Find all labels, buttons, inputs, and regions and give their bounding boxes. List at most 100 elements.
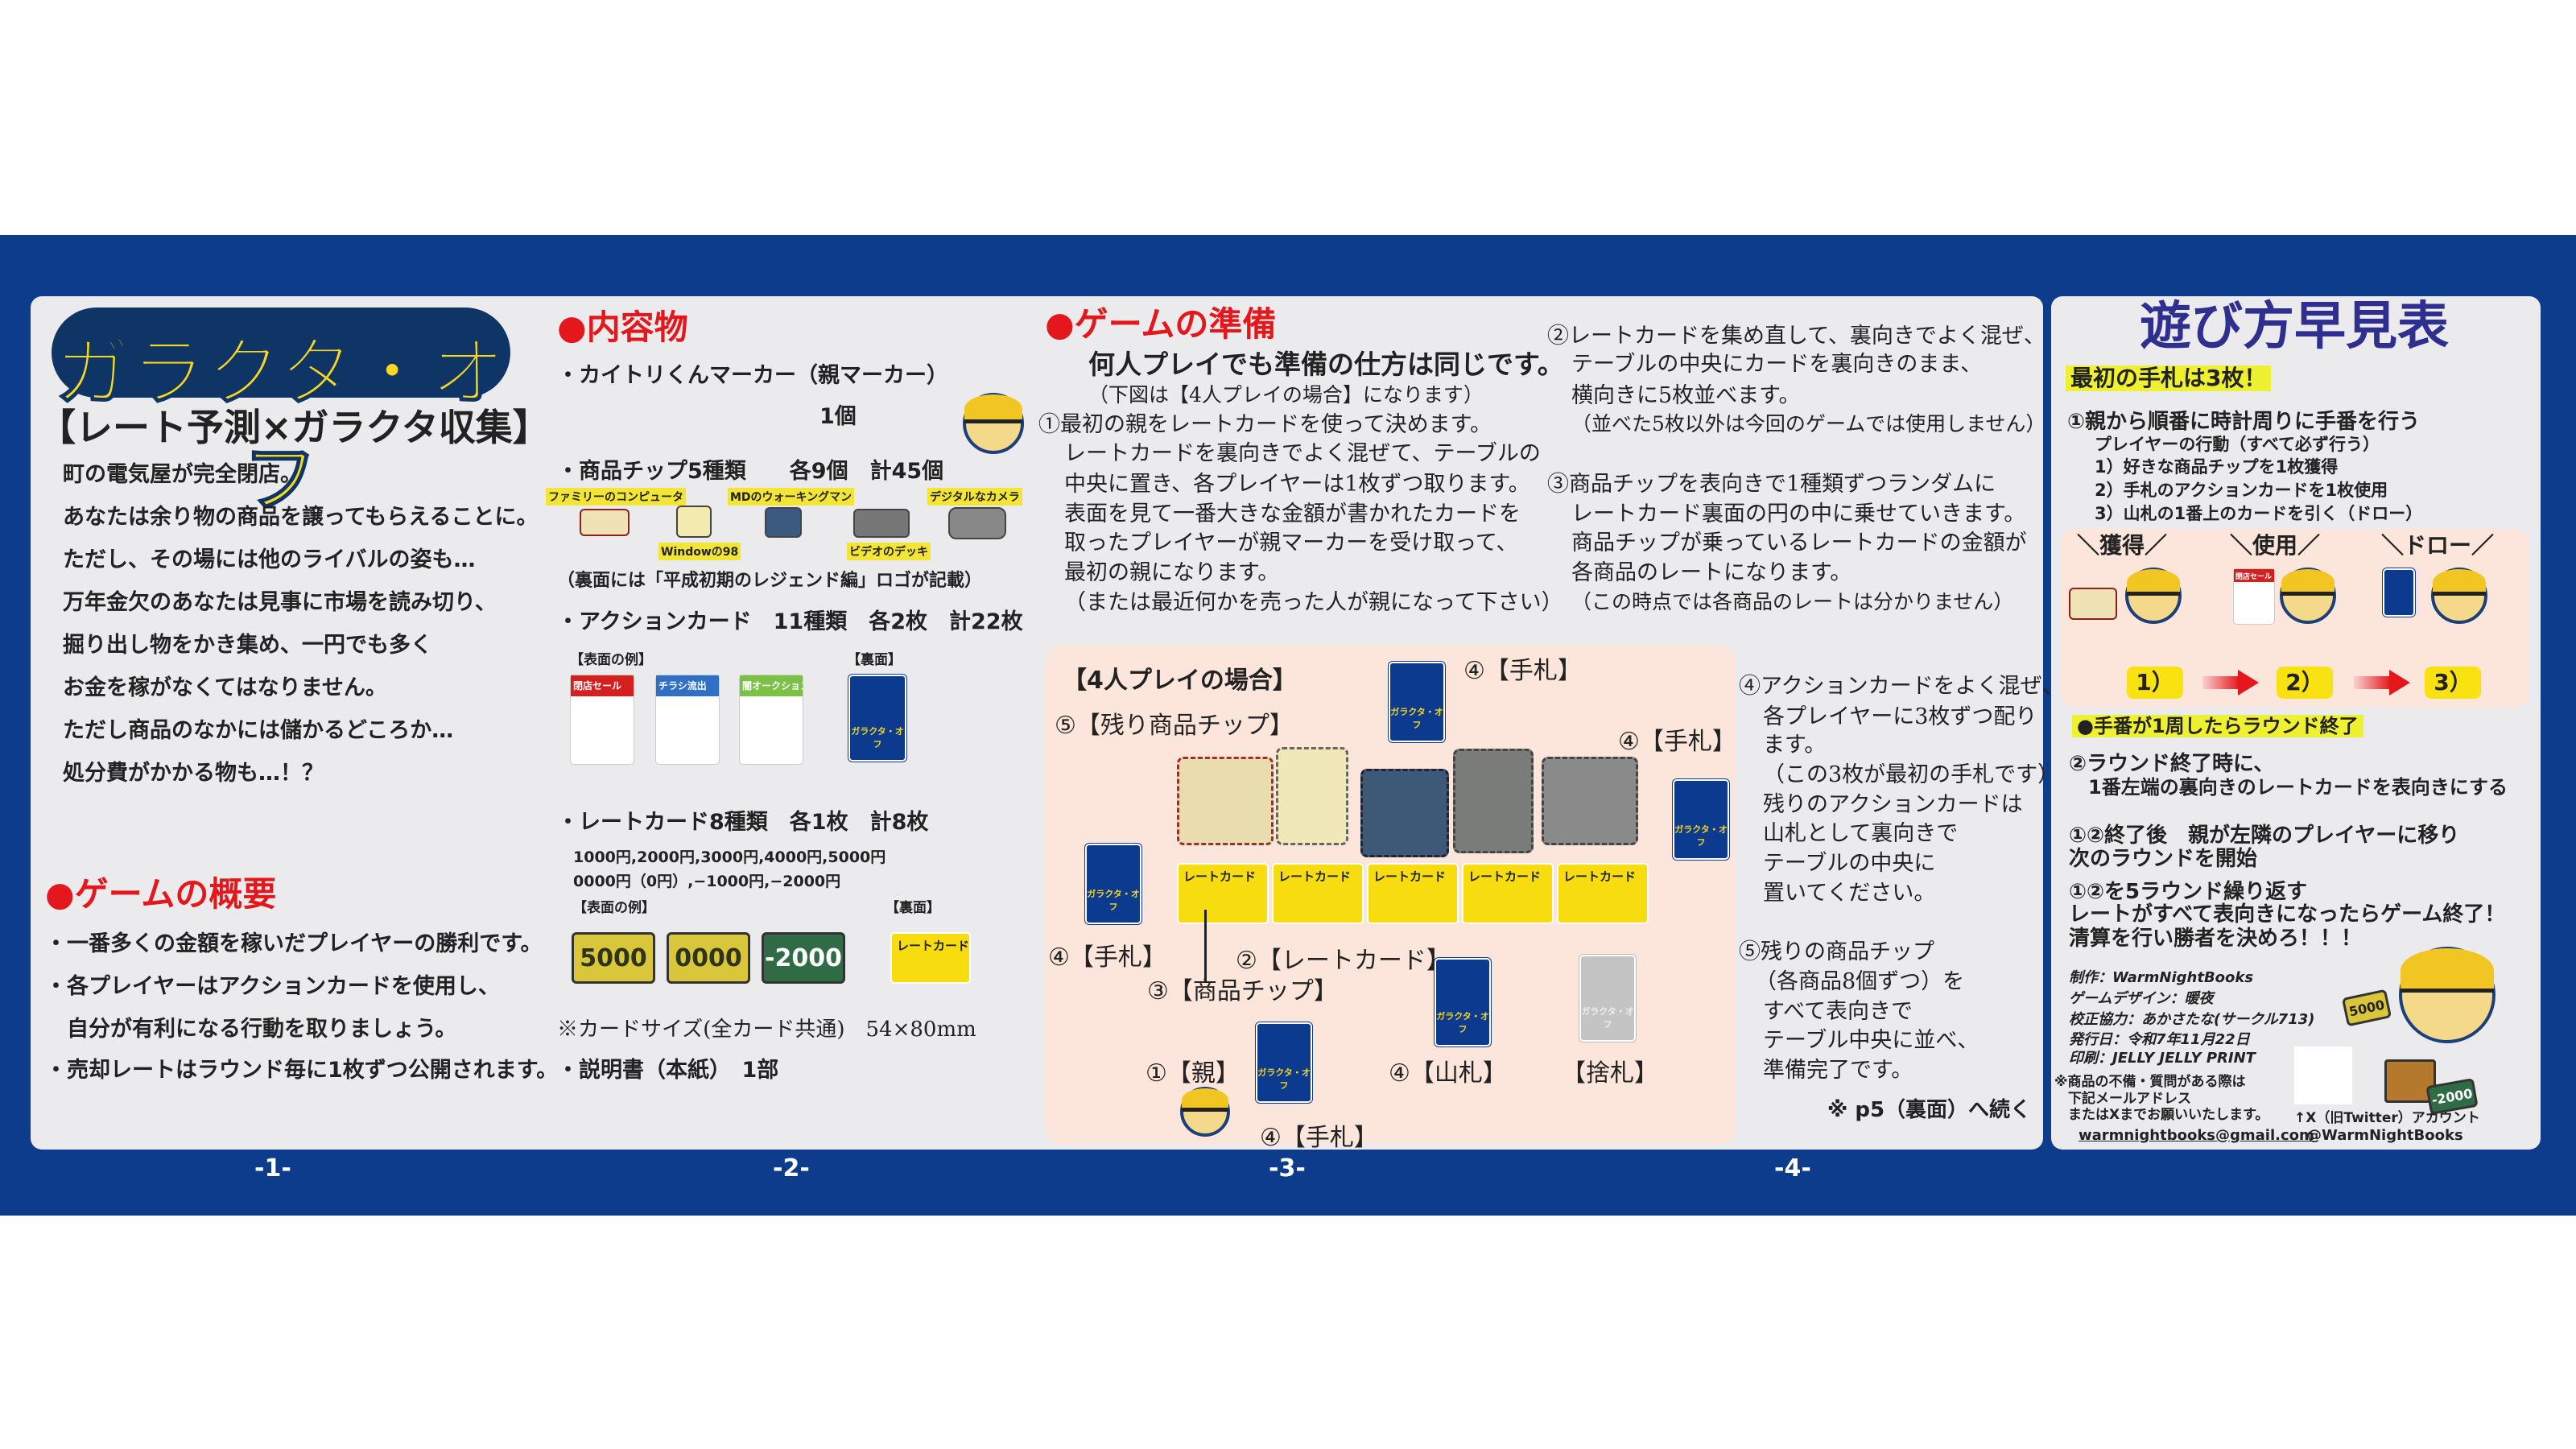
- arrow-right-icon: [2354, 670, 2410, 696]
- md-player-chip-pile: [1360, 769, 1449, 857]
- overview-line: ・売却レートはラウンド毎に1枚ずつ公開されます。: [45, 1058, 559, 1083]
- card-title: 閉店セール: [571, 675, 634, 696]
- discard-pile: ガラクタ・オフ: [1579, 955, 1636, 1042]
- quick-repeat: ①②を5ラウンド繰り返す: [2069, 880, 2308, 904]
- phase-label: ＼使用／: [2230, 532, 2321, 559]
- setup-note: （下図は【4人プレイの場合】になります）: [1088, 383, 1484, 407]
- card-back-logo: ガラクタ・オフ: [1257, 1067, 1311, 1091]
- front-example-label: 【表面の例】: [573, 900, 655, 916]
- qr-code-icon[interactable]: [2294, 1046, 2352, 1104]
- pc-chip-pile: [1276, 747, 1348, 845]
- quick-action: 3）山札の1番上のカードを引く（ドロー）: [2095, 504, 2423, 523]
- continued-note: ※ p5（裏面）へ続く: [1827, 1098, 2032, 1122]
- hand-label-bottom: ④【手札】: [1260, 1124, 1378, 1152]
- step2-line: （並べた5枚以外は今回のゲームでは使用しません）: [1571, 412, 2046, 436]
- quick-step1: ①親から順番に時計周りに手番を行う: [2067, 410, 2421, 434]
- action-cards-item: ・アクションカード 11種類 各2枚 計22枚: [557, 609, 1023, 634]
- story-line: あなたは余り物の商品を譲ってもらえることに。: [63, 505, 539, 530]
- front-example-label: 【表面の例】: [570, 652, 652, 668]
- card-title: 閉店セール: [2234, 569, 2274, 582]
- action-card-back: ガラクタ・オフ: [848, 675, 906, 762]
- rate-card-title: レートカード: [1373, 869, 1447, 884]
- md-player-chip-icon: [765, 507, 802, 538]
- hand-cards-top: ガラクタ・オフ: [1389, 662, 1445, 742]
- rate-card-slot: レートカード: [1557, 863, 1649, 924]
- chip-back-note: （裏面には「平成初期のレジェンド編」ロゴが記載）: [557, 570, 983, 591]
- card-back-logo: ガラクタ・オフ: [1674, 824, 1728, 848]
- back-label: 【裏面】: [886, 900, 940, 916]
- chip-label: ビデオのデッキ: [847, 543, 931, 560]
- email-link[interactable]: warmnightbooks@gmail.com: [2079, 1127, 2314, 1144]
- card-back-logo: ガラクタ・オフ: [1581, 1006, 1634, 1030]
- action-card-example: 闇オークション: [739, 675, 803, 765]
- story-line: ただし、その場には他のライバルの姿も…: [63, 547, 476, 572]
- hand-label-right: ④【手札】: [1618, 728, 1736, 756]
- parent-label: ①【親】: [1146, 1059, 1240, 1088]
- step1-line: 取ったプレイヤーが親マーカーを受け取って、: [1064, 530, 1518, 555]
- phase-label: ＼ドロー／: [2381, 532, 2495, 559]
- story-line: 掘り出し物をかき集め、一円でも多く: [63, 633, 432, 658]
- rate-card-back: レートカード: [890, 932, 971, 984]
- step5-line: （各商品8個ずつ）を: [1755, 969, 1965, 994]
- step3-line: （この時点では各商品のレートは分かりません）: [1571, 590, 2014, 613]
- x-account-label: ↑X（旧Twitter）アカウント: [2294, 1110, 2480, 1126]
- pc-chip-icon: [676, 506, 712, 538]
- step4-line: （この3枚が最初の手札です）: [1763, 762, 2060, 787]
- card-back-logo: ガラクタ・オフ: [1436, 1011, 1489, 1034]
- chip-label: ③【商品チップ】: [1147, 977, 1338, 1005]
- story-line: ただし商品のなかには儲かるどころか…: [63, 718, 454, 743]
- story-line: 万年金欠のあなたは見事に市場を読み切り、: [63, 590, 497, 615]
- credit-line: 校正協力：あかさたな(サークル713): [2069, 1011, 2315, 1028]
- step3-line: レートカード裏面の円の中に乗せていきます。: [1571, 502, 2026, 526]
- step4-line: 残りのアクションカードは: [1763, 792, 2023, 817]
- remaining-chips-label: ⑤【残り商品チップ】: [1055, 712, 1294, 740]
- story-line: 町の電気屋が完全閉店。: [63, 462, 302, 487]
- credit-line: 印刷：JELLY JELLY PRINT: [2069, 1050, 2256, 1067]
- step3-line: 各商品のレートになります。: [1571, 560, 1852, 585]
- famicom-chip-icon: [580, 509, 630, 536]
- rate-values: 0000円（0円）,−1000円,−2000円: [573, 873, 841, 890]
- chip-label: ファミリーのコンピュータ: [546, 488, 686, 506]
- rate-cards-item: ・レートカード8種類 各1枚 計8枚: [557, 810, 929, 835]
- hand-label-top: ④【手札】: [1463, 657, 1582, 685]
- step3-line: 商品チップが乗っているレートカードの金額が: [1571, 530, 2027, 555]
- card-size-note: ※カードサイズ(全カード共通) 54×80mm: [557, 1018, 976, 1042]
- quick-action: 1）好きな商品チップを1枚獲得: [2095, 457, 2339, 477]
- phase-number: 2）: [2277, 667, 2333, 699]
- chips-item: ・商品チップ5種類 各9個 計45個: [557, 459, 944, 484]
- action-card-back: [2383, 568, 2415, 617]
- step4-line: 各プレイヤーに3枚ずつ配り: [1763, 704, 2037, 729]
- phase-label: ＼獲得／: [2077, 532, 2168, 559]
- step1-line: レートカードを裏向きでよく混ぜて、テーブルの: [1064, 441, 1541, 466]
- card-back-logo: ガラクタ・オフ: [1390, 707, 1443, 730]
- rate-values: 1000円,2000円,3000円,4000円,5000円: [573, 848, 886, 866]
- x-handle[interactable]: @WarmNightBooks: [2307, 1127, 2463, 1144]
- page-number: -3-: [1269, 1154, 1306, 1183]
- step1-line: ①最初の親をレートカードを使って決めます。: [1038, 412, 1492, 437]
- rate-card-title: レートカード: [1563, 869, 1637, 884]
- rate-card-back-title: レートカード: [897, 939, 970, 953]
- mascot-icon: [2125, 568, 2182, 624]
- step5-line: テーブル中央に並べ、: [1763, 1028, 1979, 1053]
- step4-line: 山札として裏向きで: [1763, 821, 1959, 846]
- game-logo: ガラクタ・オフ: [52, 308, 510, 523]
- rate-card-slot: レートカード: [1462, 863, 1554, 924]
- step2-line: 横向きに5枚並べます。: [1571, 383, 1801, 408]
- quick-step2: 1番左端の裏向きのレートカードを表向きにする: [2069, 776, 2508, 799]
- arrow-right-icon: [2202, 670, 2259, 696]
- vcr-chip-icon: [853, 509, 910, 538]
- credit-line: 制作：WarmNightBooks: [2069, 969, 2254, 986]
- first-hand-highlight: 最初の手札は3枚！: [2066, 365, 2272, 391]
- rate-card-title: レートカード: [1183, 869, 1257, 884]
- step4-line: ④アクションカードをよく混ぜ、: [1739, 674, 2064, 699]
- mascot-icon: [2431, 568, 2487, 624]
- phase-number: 3）: [2425, 667, 2481, 699]
- step5-line: 準備完了です。: [1763, 1058, 1913, 1083]
- round-end-highlight: ●手番が1周したらラウンド終了: [2072, 715, 2363, 737]
- action-card-example: 閉店セール: [570, 675, 634, 765]
- rate-card-slot: レートカード: [1272, 863, 1364, 924]
- vcr-chip-pile: [1453, 749, 1534, 853]
- discard-label: 【捨札】: [1562, 1059, 1658, 1088]
- overview-line: ・一番多くの金額を稼いだプレイヤーの勝利です。: [45, 931, 543, 956]
- chip-label: MDのウォーキングマン: [728, 488, 855, 506]
